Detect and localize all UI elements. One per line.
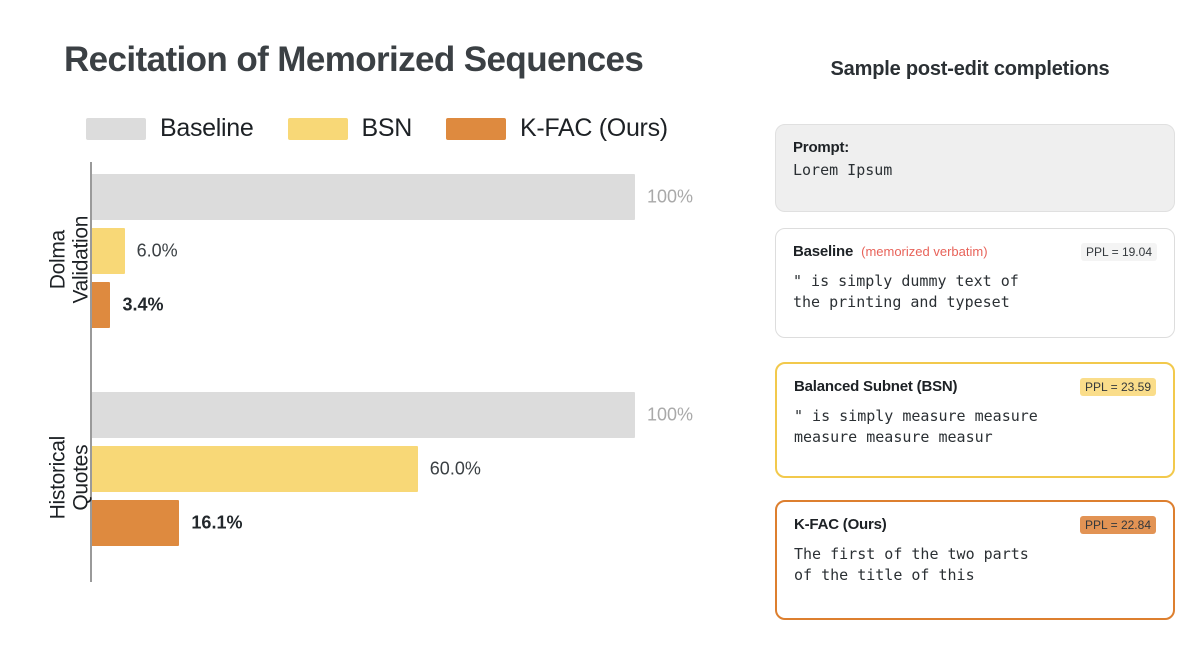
card-baseline-title: Baseline <box>793 243 854 260</box>
card-kfac-title: K-FAC (Ours) <box>794 516 887 533</box>
card-kfac-head: K-FAC (Ours) PPL = 22.84 <box>794 516 1156 534</box>
card-prompt-head-left: Prompt: <box>793 139 849 156</box>
card-kfac-head-left: K-FAC (Ours) <box>794 516 887 533</box>
bar-fill <box>92 282 111 328</box>
bar-baseline-historical-quotes: 100% <box>92 392 693 438</box>
bar-value-label: 3.4% <box>122 294 164 315</box>
card-baseline-text: " is simply dummy text of the printing a… <box>793 272 1019 312</box>
card-bsn-ppl-badge: PPL = 23.59 <box>1080 378 1156 396</box>
category-label-line: Dolma <box>46 230 70 290</box>
chart-legend: Baseline BSN K-FAC (Ours) <box>86 114 668 143</box>
legend-label-bsn: BSN <box>361 114 413 142</box>
legend-label-baseline: Baseline <box>160 114 254 142</box>
card-bsn-title: Balanced Subnet (BSN) <box>794 378 958 395</box>
card-kfac-ppl-badge: PPL = 22.84 <box>1080 516 1156 534</box>
category-label-line: Quotes <box>69 444 92 511</box>
legend-swatch-kfac <box>446 117 507 140</box>
legend-item-baseline: Baseline <box>86 114 254 143</box>
category-label-line: Historical <box>46 436 70 520</box>
bar-fill <box>92 392 635 438</box>
legend-swatch-bsn <box>287 117 348 140</box>
bar-value-label: 60.0% <box>429 458 481 479</box>
bar-fill <box>92 228 125 274</box>
card-baseline-ppl-badge: PPL = 19.04 <box>1081 243 1157 261</box>
card-bsn: Balanced Subnet (BSN) PPL = 23.59 " is s… <box>775 362 1175 478</box>
card-kfac-text: The first of the two parts of the title … <box>794 545 1029 585</box>
legend-swatch-baseline <box>86 117 146 140</box>
bar-fill <box>92 500 180 546</box>
bar-value-label: 16.1% <box>191 512 243 533</box>
card-prompt: Prompt: Lorem Ipsum <box>775 124 1175 212</box>
legend-item-kfac: K-FAC (Ours) <box>446 114 668 143</box>
bar-value-label: 6.0% <box>136 240 178 261</box>
card-prompt-title: Prompt: <box>793 139 850 156</box>
samples-title: Sample post-edit completions <box>830 58 1110 80</box>
legend-label-kfac: K-FAC (Ours) <box>520 114 668 142</box>
y-axis-line <box>90 162 92 582</box>
card-baseline-head-left: Baseline (memorized verbatim) <box>793 243 988 260</box>
category-label-line: Validation <box>69 215 92 304</box>
card-kfac: K-FAC (Ours) PPL = 22.84 The first of th… <box>775 500 1175 620</box>
bar-bsn-historical-quotes: 60.0% <box>92 446 481 492</box>
card-prompt-text: Lorem Ipsum <box>793 161 893 179</box>
chart-title: Recitation of Memorized Sequences <box>64 40 644 79</box>
bar-fill <box>92 446 418 492</box>
bar-kfac-historical-quotes: 16.1% <box>92 500 242 546</box>
samples-panel: Sample post-edit completions Prompt: Lor… <box>740 0 1200 660</box>
chart-panel: Recitation of Memorized Sequences Baseli… <box>46 40 693 582</box>
legend-item-bsn: BSN <box>287 114 413 143</box>
card-bsn-head: Balanced Subnet (BSN) PPL = 23.59 <box>794 378 1156 396</box>
card-bsn-text: " is simply measure measure measure meas… <box>794 407 1038 447</box>
bar-fill <box>92 174 635 220</box>
card-bsn-head-left: Balanced Subnet (BSN) <box>794 378 958 395</box>
card-baseline: Baseline (memorized verbatim) PPL = 19.0… <box>775 228 1175 338</box>
card-baseline-head: Baseline (memorized verbatim) PPL = 19.0… <box>793 243 1157 261</box>
card-baseline-note: (memorized verbatim) <box>861 244 988 259</box>
bar-value-label: 100% <box>647 404 694 425</box>
bar-baseline-dolma-validation: 100% <box>92 174 693 220</box>
bar-bsn-dolma-validation: 6.0% <box>92 228 178 274</box>
bar-value-label: 100% <box>647 186 694 207</box>
card-prompt-head: Prompt: <box>793 139 1157 156</box>
bar-kfac-dolma-validation: 3.4% <box>92 282 163 328</box>
